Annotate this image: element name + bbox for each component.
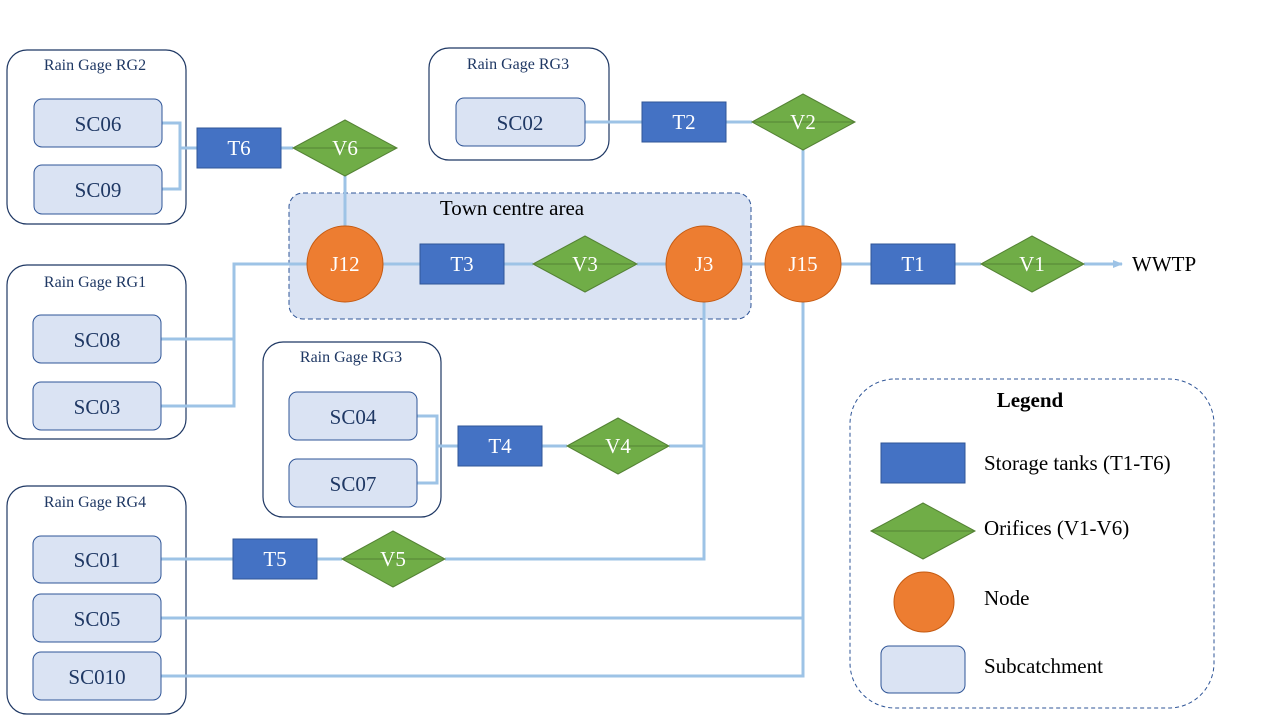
subcatchment-sc010[interactable]: SC010 — [32, 651, 162, 701]
storage-tank-t6[interactable]: T6 — [196, 127, 282, 169]
storage-tank-t4-label: T4 — [488, 434, 512, 458]
subcatchment-sc01[interactable]: SC01 — [32, 535, 162, 584]
storage-tank-t6-label: T6 — [227, 136, 250, 160]
subcatchment-sc02-label: SC02 — [497, 111, 544, 135]
storage-tank-t4[interactable]: T4 — [457, 425, 543, 467]
subcatchment-sc05[interactable]: SC05 — [32, 593, 162, 643]
rain-gage-rg3-mid-label: Rain Gage RG3 — [300, 349, 402, 366]
node-j12[interactable]: J12 — [306, 225, 384, 303]
node-j3[interactable]: J3 — [665, 225, 743, 303]
orifice-v6-label: V6 — [332, 136, 358, 160]
outlet-wwtp-label: WWTP — [1132, 252, 1196, 276]
subcatchment-sc03[interactable]: SC03 — [32, 381, 162, 431]
subcatchment-sc07[interactable]: SC07 — [288, 458, 418, 508]
subcatchment-sc06-label: SC06 — [75, 112, 122, 136]
legend-subcatchment-swatch — [880, 645, 966, 694]
subcatchment-sc04-label: SC04 — [330, 405, 377, 429]
storage-tank-t5[interactable]: T5 — [232, 538, 318, 580]
rain-gage-rg1-label: Rain Gage RG1 — [44, 274, 146, 291]
orifice-v3[interactable]: V3 — [531, 235, 639, 293]
rain-gage-rg2-label: Rain Gage RG2 — [44, 57, 146, 74]
storage-tank-t3-label: T3 — [450, 252, 473, 276]
subcatchment-sc04[interactable]: SC04 — [288, 391, 418, 441]
node-j12-label: J12 — [330, 252, 359, 276]
orifice-v5[interactable]: V5 — [340, 530, 447, 588]
subcatchment-sc08-label: SC08 — [74, 328, 121, 352]
legend-tank-swatch — [880, 442, 966, 484]
orifice-v2-label: V2 — [790, 110, 816, 134]
orifice-v1[interactable]: V1 — [979, 235, 1086, 293]
subcatchment-sc09[interactable]: SC09 — [33, 164, 163, 215]
subcatchment-sc09-label: SC09 — [75, 178, 122, 202]
orifice-v3-label: V3 — [572, 252, 598, 276]
subcatchment-sc07-label: SC07 — [330, 472, 377, 496]
town-centre-area — [288, 192, 752, 320]
subcatchment-sc08[interactable]: SC08 — [32, 314, 162, 364]
orifice-v6[interactable]: V6 — [291, 119, 399, 177]
legend-node-swatch — [893, 571, 955, 633]
subcatchment-sc06[interactable]: SC06 — [33, 98, 163, 148]
storage-tank-t2-label: T2 — [672, 110, 695, 134]
orifice-v2[interactable]: V2 — [750, 93, 857, 151]
legend-title: Legend — [997, 388, 1064, 412]
subcatchment-sc03-label: SC03 — [74, 395, 121, 419]
legend: Legend Storage tanks (T1-T6) Orifices (V… — [849, 378, 1215, 709]
node-j3-label: J3 — [695, 252, 714, 276]
storage-tank-t5-label: T5 — [263, 547, 286, 571]
links — [160, 120, 1123, 678]
orifice-v4[interactable]: V4 — [565, 417, 671, 475]
orifice-v4-label: V4 — [605, 434, 631, 458]
rain-gage-rg4-label: Rain Gage RG4 — [44, 494, 146, 511]
storage-tank-t1-label: T1 — [901, 252, 924, 276]
legend-node-label: Node — [984, 586, 1030, 610]
storage-tank-t1[interactable]: T1 — [870, 243, 956, 285]
storage-tank-t2[interactable]: T2 — [641, 101, 727, 143]
legend-subcatchment-label: Subcatchment — [984, 654, 1103, 678]
subcatchment-sc05-label: SC05 — [74, 607, 121, 631]
legend-orifice-label: Orifices (V1-V6) — [984, 516, 1129, 540]
storage-tank-t3[interactable]: T3 — [419, 243, 505, 285]
legend-tank-label: Storage tanks (T1-T6) — [984, 451, 1171, 475]
node-j15[interactable]: J15 — [764, 225, 842, 303]
node-j15-label: J15 — [788, 252, 817, 276]
subcatchment-sc01-label: SC01 — [74, 548, 121, 572]
subcatchment-sc010-label: SC010 — [68, 665, 125, 689]
town-centre-label: Town centre area — [440, 196, 585, 220]
orifice-v1-label: V1 — [1019, 252, 1045, 276]
rain-gage-rg3-top-label: Rain Gage RG3 — [467, 56, 569, 73]
subcatchment-sc02[interactable]: SC02 — [455, 97, 586, 147]
orifice-v5-label: V5 — [380, 547, 406, 571]
